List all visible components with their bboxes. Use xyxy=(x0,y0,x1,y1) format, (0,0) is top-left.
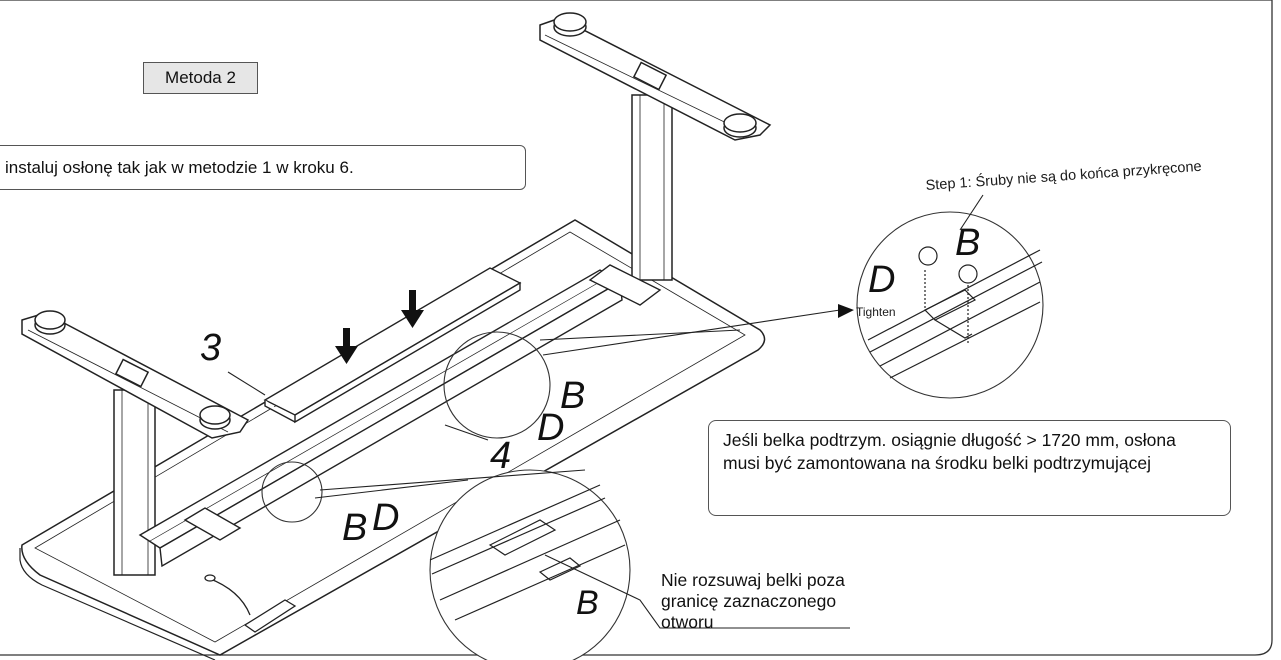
label-bolt-b-left: B xyxy=(342,507,367,549)
label-bolt-b-detail: B xyxy=(955,222,980,264)
instruction-box: instaluj osłonę tak jak w metodzie 1 w k… xyxy=(0,145,526,190)
label-beam-4: 4 xyxy=(490,435,511,477)
right-leg xyxy=(539,12,772,281)
down-arrows xyxy=(335,290,424,364)
label-screw-d-detail: D xyxy=(868,259,895,301)
label-bolt-b-main: B xyxy=(560,375,585,417)
method-badge: Metoda 2 xyxy=(143,62,258,94)
detail-circles xyxy=(261,211,1044,660)
label-cover-3: 3 xyxy=(200,327,221,369)
tighten-label: Tighten xyxy=(856,305,896,319)
length-note-box: Jeśli belka podtrzym. osiągnie długość >… xyxy=(708,420,1231,516)
pointer-arrowhead xyxy=(838,304,854,318)
leader-lines xyxy=(227,194,984,629)
label-bolt-b-lower-detail: B xyxy=(576,584,599,622)
step-note: Step 1: Śruby nie są do końca przykręcon… xyxy=(925,157,1202,194)
label-screw-d-left: D xyxy=(372,497,399,539)
label-screw-d-main: D xyxy=(537,407,564,449)
left-leg xyxy=(21,310,250,576)
detail-rails-bottom xyxy=(429,484,626,621)
detail-rails-top xyxy=(867,246,1043,379)
limit-note: Nie rozsuwaj belki poza granicę zaznaczo… xyxy=(661,570,845,632)
cross-beam xyxy=(138,264,662,568)
